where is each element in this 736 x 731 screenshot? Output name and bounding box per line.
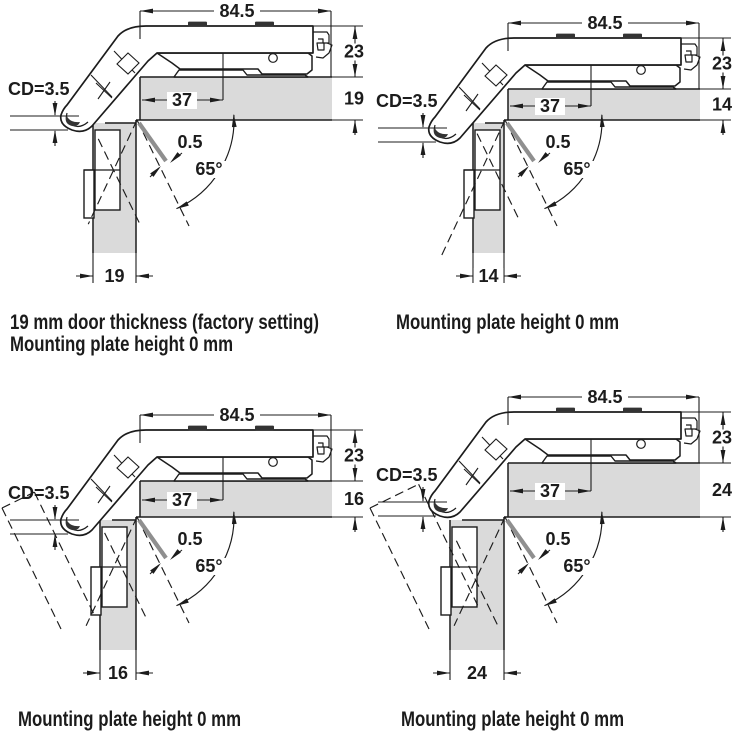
technical-drawing: 84.5 23 19 CD=3.5 37 0.5 65° 19 (8, 1, 368, 286)
dim-door-thickness: 24 (467, 663, 487, 683)
dimensions: 84.5 23 16 CD=3.5 37 0.5 65° 16 (8, 405, 368, 683)
arm-tab (623, 407, 642, 413)
dimensions: 84.5 23 24 CD=3.5 37 0.5 65° 24 (376, 387, 736, 683)
screw-hole (268, 53, 278, 63)
diagram-cell-top-left: 84.5 23 19 CD=3.5 37 0.5 65° 19 19 mm door thic… (0, 0, 368, 365)
dim-arm-height: 23 (344, 446, 364, 466)
caption: Mounting plate height 0 mm (18, 709, 241, 731)
hinge-body (427, 407, 701, 519)
caption-line-1: Mounting plate height 0 mm (18, 708, 242, 731)
dim-gap: 0.5 (177, 132, 202, 152)
arm-tab (556, 407, 575, 413)
arm-tab (255, 21, 274, 27)
dim-panel-thickness: 16 (344, 489, 364, 509)
arm-tab (188, 425, 207, 431)
arm-tab (623, 33, 642, 39)
caption-line-1: Mounting plate height 0 mm (396, 311, 620, 334)
dim-door-thickness: 19 (104, 266, 124, 286)
dim-door-thickness: 16 (108, 663, 128, 683)
cup-flange (83, 169, 95, 219)
hinge-body (59, 425, 333, 537)
dim-opening-angle: 65° (563, 556, 590, 576)
gap-line (137, 121, 168, 163)
caption: 19 mm door thickness (factory setting) M… (10, 312, 319, 356)
dim-screw-offset: 37 (172, 90, 192, 110)
arm-tab (255, 425, 274, 431)
dim-panel-thickness: 24 (712, 480, 732, 500)
dimensions: 84.5 23 19 CD=3.5 37 0.5 65° 19 (8, 1, 368, 286)
hinge-drawing-top-right: 84.5 23 14 CD=3.5 37 0.5 65° 14 (368, 0, 736, 365)
technical-drawing: 84.5 23 14 CD=3.5 37 0.5 65° 14 (376, 13, 736, 286)
hinge-body (59, 21, 333, 133)
screw-hole (636, 65, 646, 75)
dim-arm-height: 23 (712, 54, 732, 74)
dim-cup-distance: CD=3.5 (376, 91, 438, 111)
dim-overall-width: 84.5 (219, 1, 254, 21)
hinge-drawing-bottom-left: 84.5 23 16 CD=3.5 37 0.5 65° 16 (0, 365, 368, 730)
gap-line (505, 121, 536, 163)
dim-cup-distance: CD=3.5 (376, 465, 438, 485)
caption: Mounting plate height 0 mm (396, 312, 619, 334)
dim-opening-angle: 65° (195, 556, 222, 576)
caption-line-1: Mounting plate height 0 mm (401, 708, 625, 731)
diagram-cell-top-right: 84.5 23 14 CD=3.5 37 0.5 65° 14 Mounting plate … (368, 0, 736, 365)
technical-drawing: 84.5 23 24 CD=3.5 37 0.5 65° 24 (369, 387, 736, 683)
dim-door-thickness: 14 (478, 266, 498, 286)
gap-line (137, 518, 168, 560)
dim-gap: 0.5 (177, 529, 202, 549)
cup-flange (440, 566, 452, 616)
dim-opening-angle: 65° (195, 159, 222, 179)
dim-panel-thickness: 14 (712, 95, 732, 115)
dim-opening-angle: 65° (563, 159, 590, 179)
dim-screw-offset: 37 (540, 481, 560, 501)
dim-cup-distance: CD=3.5 (8, 483, 70, 503)
arm-tab (188, 21, 207, 27)
dim-overall-width: 84.5 (587, 387, 622, 407)
dim-cup-distance: CD=3.5 (8, 79, 70, 99)
dim-overall-width: 84.5 (587, 13, 622, 33)
dim-screw-offset: 37 (172, 490, 192, 510)
dim-screw-offset: 37 (540, 96, 560, 116)
hinge-drawing-bottom-right: 84.5 23 24 CD=3.5 37 0.5 65° 24 (368, 365, 736, 730)
cup-flange (463, 169, 475, 219)
diagram-cell-bottom-left: 84.5 23 16 CD=3.5 37 0.5 65° 16 Mounting plate … (0, 365, 368, 731)
caption-line-1: 19 mm door thickness (factory setting) (10, 311, 320, 334)
hinge-drawing-top-left: 84.5 23 19 CD=3.5 37 0.5 65° 19 (0, 0, 368, 365)
dimensions: 84.5 23 14 CD=3.5 37 0.5 65° 14 (376, 13, 736, 286)
cup-flange (90, 566, 102, 616)
caption: Mounting plate height 0 mm (401, 709, 624, 731)
dim-gap: 0.5 (545, 529, 570, 549)
dim-arm-height: 23 (712, 428, 732, 448)
diagram-cell-bottom-right: 84.5 23 24 CD=3.5 37 0.5 65° 24 Mounting plate … (368, 365, 736, 731)
dim-gap: 0.5 (545, 132, 570, 152)
screw-hole (636, 439, 646, 449)
hinge-body (427, 33, 701, 145)
screw-hole (268, 457, 278, 467)
technical-drawing: 84.5 23 16 CD=3.5 37 0.5 65° 16 (1, 405, 368, 683)
gap-line (505, 518, 536, 560)
caption-line-2: Mounting plate height 0 mm (10, 333, 234, 356)
arm-tab (556, 33, 575, 39)
dim-overall-width: 84.5 (219, 405, 254, 425)
dim-panel-thickness: 19 (344, 89, 364, 109)
dim-arm-height: 23 (344, 42, 364, 62)
